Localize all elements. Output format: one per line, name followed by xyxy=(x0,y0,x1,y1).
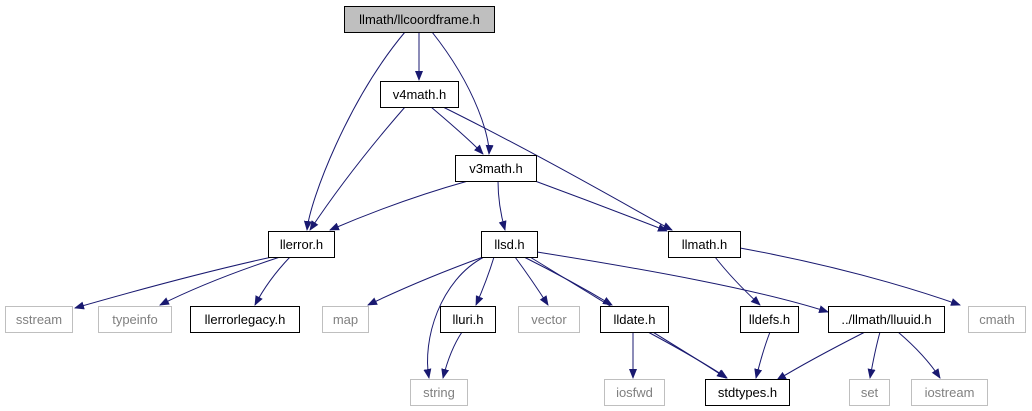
node-llmath[interactable]: llmath.h xyxy=(668,231,741,258)
node-llsd[interactable]: llsd.h xyxy=(481,231,538,258)
node-label: lldefs.h xyxy=(749,312,790,327)
edge-v4math-to-llmath xyxy=(442,106,673,231)
edge-lluri-to-string xyxy=(441,331,463,379)
edge-llsd-to-lldate xyxy=(523,256,613,306)
node-box xyxy=(455,155,537,182)
node-label: iostream xyxy=(925,385,975,400)
node-string[interactable]: string xyxy=(410,379,468,406)
node-label: llmath.h xyxy=(682,237,728,252)
node-vector[interactable]: vector xyxy=(518,306,580,333)
node-box xyxy=(849,379,890,406)
node-label: typeinfo xyxy=(112,312,158,327)
node-box xyxy=(268,231,335,258)
edge-lluuid-to-stdtypes xyxy=(776,331,866,381)
node-label: llerror.h xyxy=(280,237,323,252)
node-iosfwd[interactable]: iosfwd xyxy=(604,379,665,406)
node-label: llsd.h xyxy=(494,237,524,252)
edge-llsd-to-vector xyxy=(514,256,549,306)
node-label: string xyxy=(423,385,455,400)
node-lluri[interactable]: lluri.h xyxy=(440,306,496,333)
node-label: iosfwd xyxy=(616,385,653,400)
node-box xyxy=(410,379,468,406)
node-box xyxy=(380,81,459,108)
edge-v3math-to-llerror xyxy=(329,180,469,231)
node-box xyxy=(828,306,945,333)
node-label: v4math.h xyxy=(393,87,446,102)
node-label: ../llmath/lluuid.h xyxy=(841,312,931,327)
node-cmath[interactable]: cmath xyxy=(968,306,1026,333)
node-lldate[interactable]: lldate.h xyxy=(600,306,669,333)
node-typeinfo[interactable]: typeinfo xyxy=(98,306,172,333)
edge-v3math-to-llmath xyxy=(534,180,668,232)
node-v4math[interactable]: v4math.h xyxy=(380,81,459,108)
node-label: stdtypes.h xyxy=(718,385,777,400)
node-label: lluri.h xyxy=(452,312,483,327)
edge-v3math-to-llsd xyxy=(497,180,507,231)
edge-llerror-to-sstream xyxy=(74,256,273,310)
edge-llsd-to-lluri xyxy=(475,256,495,306)
node-label: lldate.h xyxy=(614,312,656,327)
node-iostream[interactable]: iostream xyxy=(911,379,988,406)
node-set[interactable]: set xyxy=(849,379,890,406)
node-sstream[interactable]: sstream xyxy=(5,306,73,333)
node-box xyxy=(5,306,73,333)
edge-v4math-to-v3math xyxy=(430,106,484,155)
node-v3math[interactable]: v3math.h xyxy=(455,155,537,182)
node-box xyxy=(190,306,300,333)
node-box xyxy=(968,306,1026,333)
node-label: set xyxy=(861,385,879,400)
node-label: llerrorlegacy.h xyxy=(205,312,286,327)
node-label: map xyxy=(333,312,358,327)
node-llerrorlegacy[interactable]: llerrorlegacy.h xyxy=(190,306,300,333)
edge-llerror-to-llerrorlegacy xyxy=(254,256,291,306)
edge-llcoordframe-to-llerror xyxy=(303,31,406,231)
node-llerror[interactable]: llerror.h xyxy=(268,231,335,258)
node-box xyxy=(440,306,496,333)
edge-lluuid-to-iostream xyxy=(897,331,941,379)
edge-v4math-to-llerror xyxy=(309,106,406,231)
node-box xyxy=(740,306,799,333)
edge-llsd-to-map xyxy=(367,256,484,306)
edge-lldefs-to-stdtypes xyxy=(754,331,771,379)
edge-llmath-to-lldefs xyxy=(714,256,761,306)
node-lldefs[interactable]: lldefs.h xyxy=(740,306,799,333)
node-label: vector xyxy=(531,312,567,327)
node-box xyxy=(322,306,369,333)
node-label: cmath xyxy=(979,312,1014,327)
node-box xyxy=(481,231,538,258)
node-box xyxy=(98,306,172,333)
node-label: llmath/llcoordframe.h xyxy=(359,12,480,27)
node-box xyxy=(600,306,669,333)
node-box xyxy=(604,379,665,406)
edge-lldate-to-stdtypes xyxy=(647,331,728,379)
edge-llcoordframe-to-v3math xyxy=(431,31,494,155)
node-label: v3math.h xyxy=(469,161,522,176)
nodes-layer: llmath/llcoordframe.h v4math.h v3math.h lle… xyxy=(5,6,1026,406)
node-box xyxy=(911,379,988,406)
node-box xyxy=(518,306,580,333)
node-stdtypes[interactable]: stdtypes.h xyxy=(705,379,790,406)
edge-llsd-to-string xyxy=(423,256,485,379)
node-label: sstream xyxy=(16,312,62,327)
node-lluuid[interactable]: ../llmath/lluuid.h xyxy=(828,306,945,333)
edge-llmath-to-cmath xyxy=(739,247,961,306)
node-box xyxy=(705,379,790,406)
node-llcoordframe[interactable]: llmath/llcoordframe.h xyxy=(344,6,495,33)
edge-lluuid-to-set xyxy=(867,331,881,379)
edge-llsd-to-lluuid xyxy=(536,251,829,314)
node-map[interactable]: map xyxy=(322,306,369,333)
edge-llerror-to-typeinfo xyxy=(159,256,281,306)
node-box xyxy=(344,6,495,33)
node-box xyxy=(668,231,741,258)
